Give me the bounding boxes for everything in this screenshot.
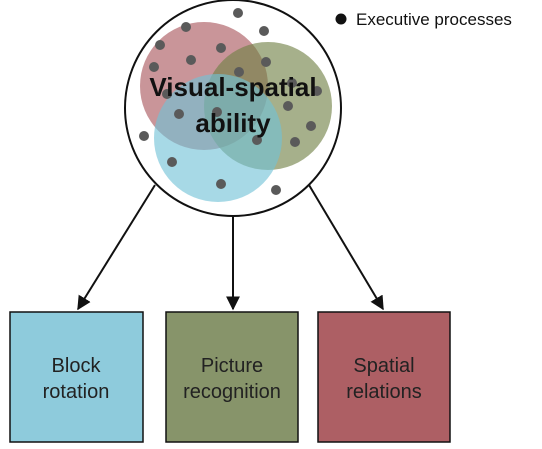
exec-dot — [155, 40, 165, 50]
exec-dot — [306, 121, 316, 131]
legend-label: Executive processes — [356, 10, 512, 29]
exec-dot — [181, 22, 191, 32]
exec-dot — [290, 137, 300, 147]
box-spatial-relations — [317, 311, 451, 443]
exec-dot — [287, 78, 297, 88]
exec-dot — [233, 8, 243, 18]
box-picture-recognition-line1: Picture — [201, 355, 263, 377]
box-picture-recognition — [165, 311, 299, 443]
exec-dot — [261, 57, 271, 67]
exec-dot — [149, 62, 159, 72]
exec-dot — [271, 185, 281, 195]
exec-dot — [174, 109, 184, 119]
box-picture-recognition-line2: recognition — [183, 381, 281, 403]
exec-dot — [252, 135, 262, 145]
exec-dot — [259, 26, 269, 36]
exec-dot — [162, 89, 172, 99]
legend-marker — [335, 13, 347, 25]
box-block-rotation — [9, 311, 144, 443]
box-spatial-relations-line2: relations — [346, 381, 422, 403]
exec-dot — [186, 55, 196, 65]
exec-dot — [139, 131, 149, 141]
central-label-line2: ability — [195, 108, 271, 138]
executive-dots — [139, 8, 322, 195]
exec-dot — [216, 43, 226, 53]
central-label-line1: Visual-spatial — [149, 72, 316, 102]
arrow-to-spatial-relations — [308, 184, 384, 311]
box-spatial-relations-line1: Spatial — [353, 355, 414, 377]
box-block-rotation-line2: rotation — [43, 381, 110, 403]
exec-dot — [167, 157, 177, 167]
exec-dot — [312, 86, 322, 96]
exec-dot — [283, 101, 293, 111]
exec-dot — [216, 179, 226, 189]
venn-circle-blue — [154, 74, 282, 202]
box-block-rotation-line1: Block — [52, 355, 102, 377]
exec-dot — [234, 67, 244, 77]
exec-dot — [212, 107, 222, 117]
arrow-to-block-rotation — [77, 184, 156, 311]
